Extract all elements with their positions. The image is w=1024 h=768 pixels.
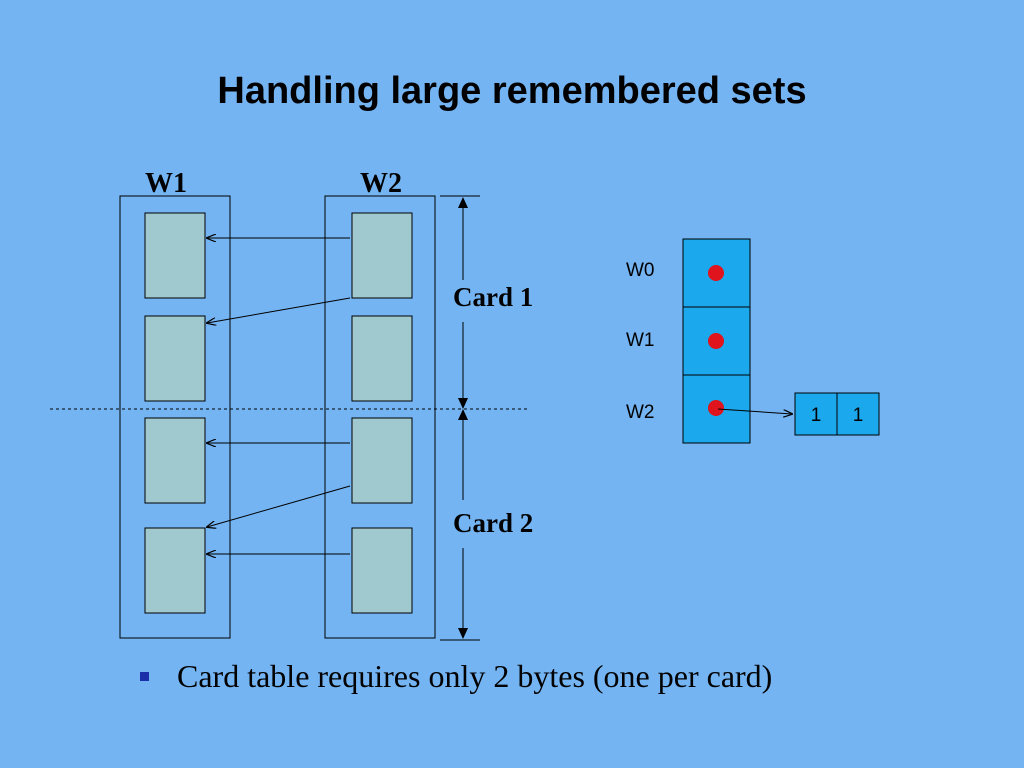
w1-object-3 xyxy=(144,417,206,504)
table-row-w0-label: W0 xyxy=(626,260,655,281)
w1-object-1 xyxy=(144,212,206,299)
slide-title: Handling large remembered sets xyxy=(217,70,807,112)
bullet-item: Card table requires only 2 bytes (one pe… xyxy=(140,658,772,695)
card-table-pointer xyxy=(717,408,792,414)
table-row-w0-dot xyxy=(708,265,724,281)
card-table-byte-2 xyxy=(836,392,880,436)
card-table-byte-1-value: 1 xyxy=(811,405,822,426)
w2-object-4 xyxy=(351,527,413,614)
table-row-w1-dot xyxy=(708,333,724,349)
w1-region xyxy=(119,195,231,639)
w2-object-2 xyxy=(351,315,413,402)
w2-object-3 xyxy=(351,417,413,504)
table-row-w1-label: W1 xyxy=(626,330,655,351)
w1-column-label: W1 xyxy=(145,168,187,199)
table-row-w2-dot xyxy=(708,400,724,416)
w2-region xyxy=(324,195,436,639)
pointer-arrow-4 xyxy=(207,485,351,527)
bullet-text: Card table requires only 2 bytes (one pe… xyxy=(177,658,773,694)
card-table-byte-2-value: 1 xyxy=(853,405,864,426)
card-table-byte-1 xyxy=(794,392,838,436)
card2-label: Card 2 xyxy=(453,508,533,538)
card1-label: Card 1 xyxy=(453,282,533,312)
w2-column-label: W2 xyxy=(360,168,402,199)
bullet-square-icon xyxy=(140,672,149,681)
pointer-arrow-2 xyxy=(207,297,351,323)
table-row-w2-label: W2 xyxy=(626,402,655,423)
w1-object-2 xyxy=(144,315,206,402)
w1-object-4 xyxy=(144,527,206,614)
w2-object-1 xyxy=(351,212,413,299)
